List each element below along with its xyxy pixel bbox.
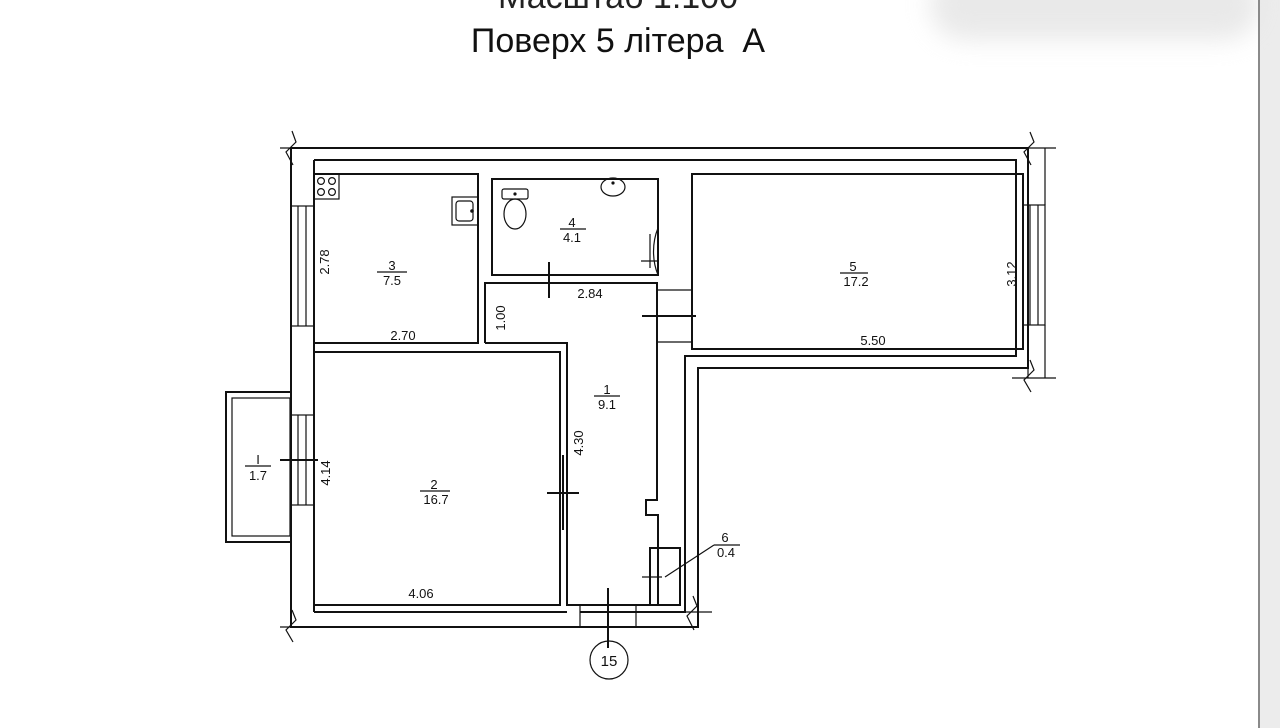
dimension-labels: 2.78 2.70 1.00 2.84 5.50 3.12 4.30 4.14 … (317, 249, 1019, 601)
break-marks (280, 130, 1056, 643)
outer-walls (290, 147, 1029, 628)
stove-icon (313, 173, 340, 200)
dim-room4-width: 2.84 (577, 286, 602, 301)
sheet-edge (1258, 0, 1260, 728)
apartment-number: 15 (601, 653, 618, 670)
room-area: 0.4 (717, 545, 735, 560)
room-number: 1 (603, 382, 610, 397)
floor-title: Поверх 5 літера А (470, 22, 766, 60)
room-area: 1.7 (249, 468, 267, 483)
scale-title: Масштаб 1:100 (0, 0, 1236, 17)
room-number: 4 (568, 215, 575, 230)
dim-corridor-width: 1.00 (493, 305, 508, 330)
room-2-outline (313, 351, 561, 606)
door-marks (280, 262, 740, 648)
shower-icon (641, 227, 659, 276)
window-room5 (1022, 204, 1046, 326)
dim-room5-width: 5.50 (860, 333, 885, 348)
toilet-icon (501, 188, 529, 230)
kitchen-sink-icon (451, 196, 479, 226)
room-number: 2 (430, 477, 437, 492)
room-number: 3 (388, 258, 395, 273)
room-label-6: 6 0.4 (717, 530, 735, 560)
room-area: 9.1 (598, 397, 616, 412)
room-label-4: 4 4.1 (560, 215, 586, 245)
page-shadow (930, 0, 1260, 40)
room-label-2: 2 16.7 (420, 477, 450, 507)
balcony (225, 391, 292, 543)
room-label-3: 3 7.5 (377, 258, 407, 288)
apartment-number-marker: 15 (589, 640, 629, 680)
window-room3 (290, 205, 315, 327)
room-label-balcony: I 1.7 (245, 452, 271, 483)
room-label-1: 1 9.1 (594, 382, 620, 412)
room-area: 17.2 (843, 274, 868, 289)
room-5-outline (691, 173, 1024, 350)
room-area: 16.7 (423, 492, 448, 507)
room-number: I (256, 452, 260, 467)
dim-room5-height: 3.12 (1004, 261, 1019, 286)
room-area: 4.1 (563, 230, 581, 245)
washbasin-icon (600, 177, 626, 197)
room-1-outline (484, 282, 659, 606)
room-number: 6 (721, 530, 728, 545)
dim-room3-width: 2.70 (390, 328, 415, 343)
dim-room2-height: 4.14 (318, 460, 333, 485)
room-label-5: 5 17.2 (840, 259, 869, 289)
room-area: 7.5 (383, 273, 401, 288)
dim-room3-height: 2.78 (317, 249, 332, 274)
room-number: 5 (849, 259, 856, 274)
dim-room1-height: 4.30 (571, 430, 586, 455)
room-3-outline (313, 173, 479, 344)
dim-room2-width: 4.06 (408, 586, 433, 601)
